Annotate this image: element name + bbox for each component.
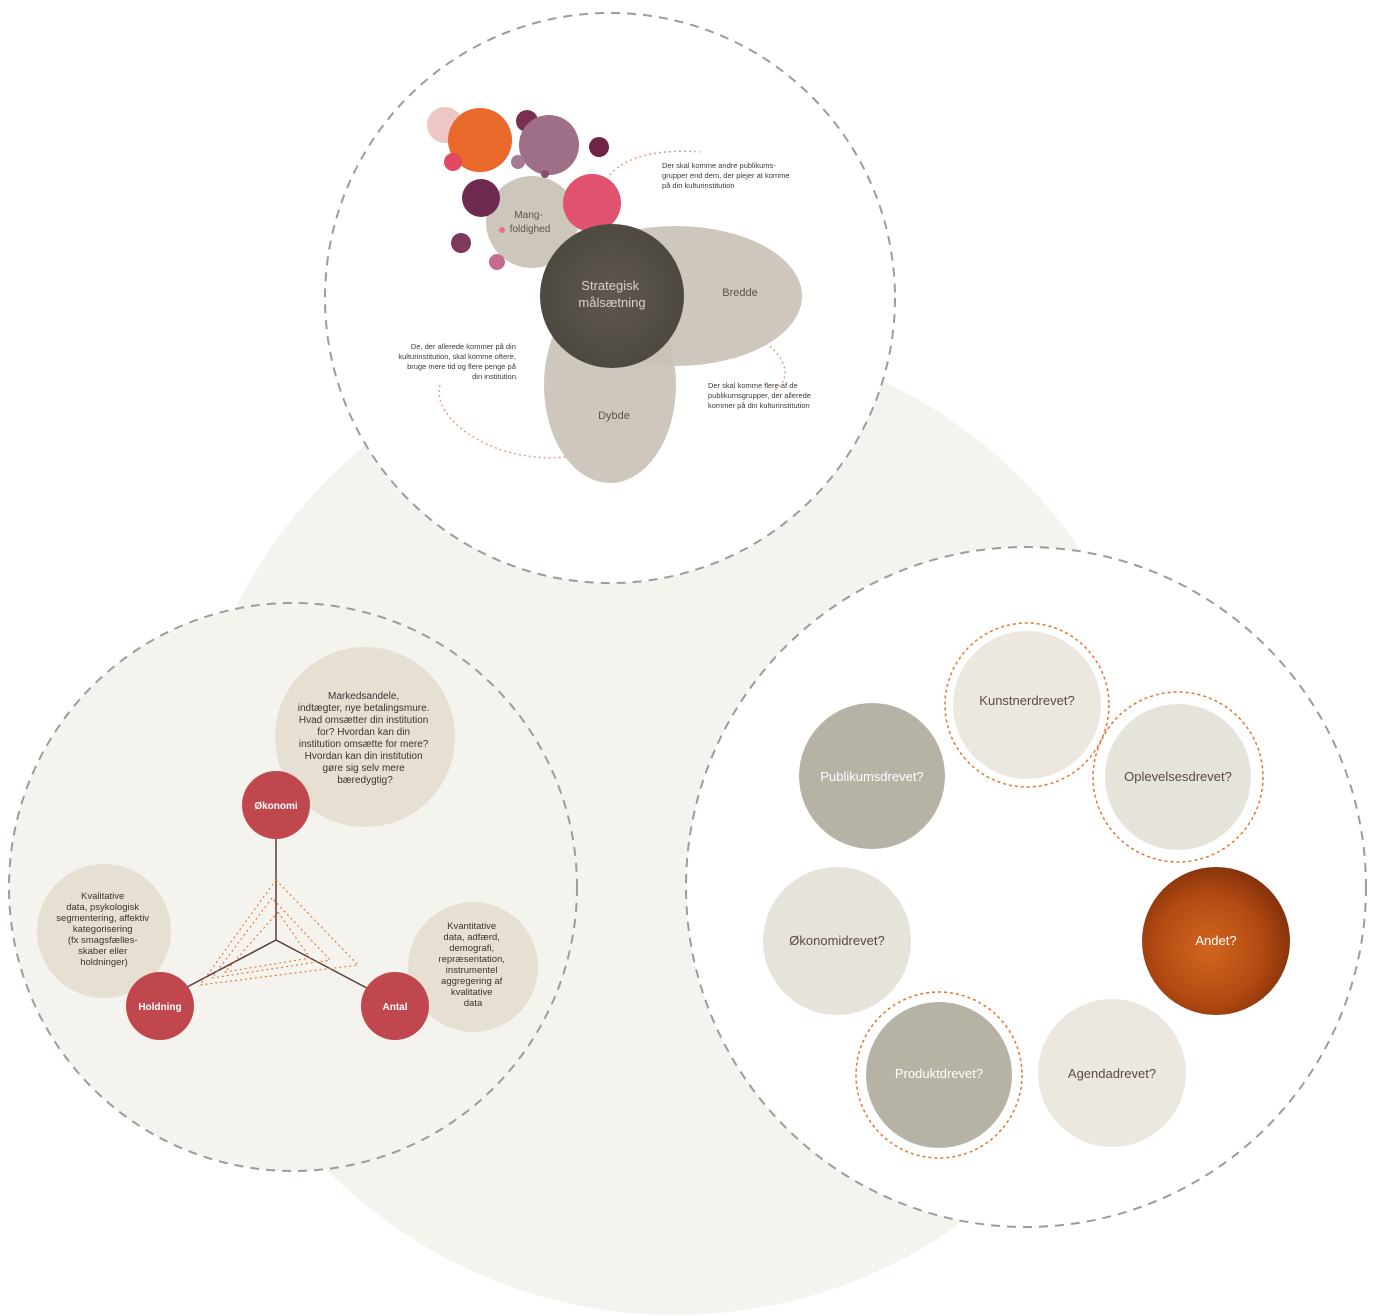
diversity-note: Der skal komme andre publikums- grupper … [662, 161, 792, 190]
artist-bubble [953, 631, 1101, 779]
product-label: Produktdrevet? [895, 1066, 983, 1081]
diversity-label: Mang- foldighed [510, 210, 551, 235]
audience-bubble [799, 703, 945, 849]
attitude-description: Kvalitative data, psykologisk segmenteri… [56, 891, 151, 968]
diversity-ellipse [486, 176, 578, 268]
economy-description: Markedsandele, indtægter, nye betalingsm… [298, 691, 433, 786]
experience-label: Oplevelsesdrevet? [1124, 769, 1232, 784]
bubble [541, 170, 549, 178]
dotted-triangles [198, 879, 360, 986]
bubble [519, 115, 579, 175]
count-label: Antal [383, 1002, 408, 1013]
breadth-note: Der skal komme flere af de publikumsgrup… [708, 381, 813, 410]
measures-circle: Økonomi Holdning Antal Markedsandele, in… [8, 602, 578, 1172]
bubble [451, 233, 471, 253]
other-label: Andet? [1195, 933, 1236, 948]
bubble [489, 254, 505, 270]
artist-label: Kunstnerdrevet? [979, 693, 1074, 708]
agenda-label: Agendadrevet? [1068, 1066, 1156, 1081]
economy-driver-label: Økonomidrevet? [789, 933, 884, 948]
economy-label: Økonomi [254, 801, 298, 812]
strategic-goal-label: Strategisk målsætning [578, 278, 645, 310]
other-bubble [1142, 867, 1290, 1015]
bubble [444, 153, 462, 171]
product-ring [855, 991, 1023, 1159]
depth-note: De, der allerede kommer på din kulturins… [398, 342, 518, 381]
depth-label: Dybde [598, 410, 630, 422]
drivers-circle: Kunstnerdrevet? Publikumsdrevet? Oplevel… [685, 546, 1367, 1228]
economy-desc-bubble [275, 647, 455, 827]
bubble [448, 108, 512, 172]
attitude-desc-bubble [37, 864, 171, 998]
attitude-label: Holdning [138, 1002, 181, 1013]
bubble [462, 179, 500, 217]
count-desc-bubble [408, 902, 538, 1032]
economy-driver-bubble [763, 867, 911, 1015]
product-bubble [866, 1002, 1012, 1148]
count-description: Kvantitative data, adfærd, demografi, re… [438, 921, 507, 1009]
axis-line-attitude [171, 939, 277, 996]
target-circle: Strategisk målsætning Mang- foldighed Br… [324, 12, 896, 584]
experience-bubble [1105, 704, 1251, 850]
audience-label: Publikumsdrevet? [820, 769, 923, 784]
diversity-connector [609, 150, 701, 176]
bubble [563, 174, 621, 232]
agenda-bubble [1038, 999, 1186, 1147]
count-node [361, 972, 429, 1040]
economy-node [242, 771, 310, 839]
experience-ring [1092, 691, 1264, 863]
attitude-node [126, 972, 194, 1040]
bubble [589, 137, 609, 157]
artist-ring [944, 622, 1110, 788]
axis-line-count [275, 939, 381, 996]
strategic-goal-circle [540, 224, 684, 368]
bubble [499, 227, 505, 233]
breadth-label: Bredde [722, 287, 757, 299]
bubble [511, 155, 525, 169]
